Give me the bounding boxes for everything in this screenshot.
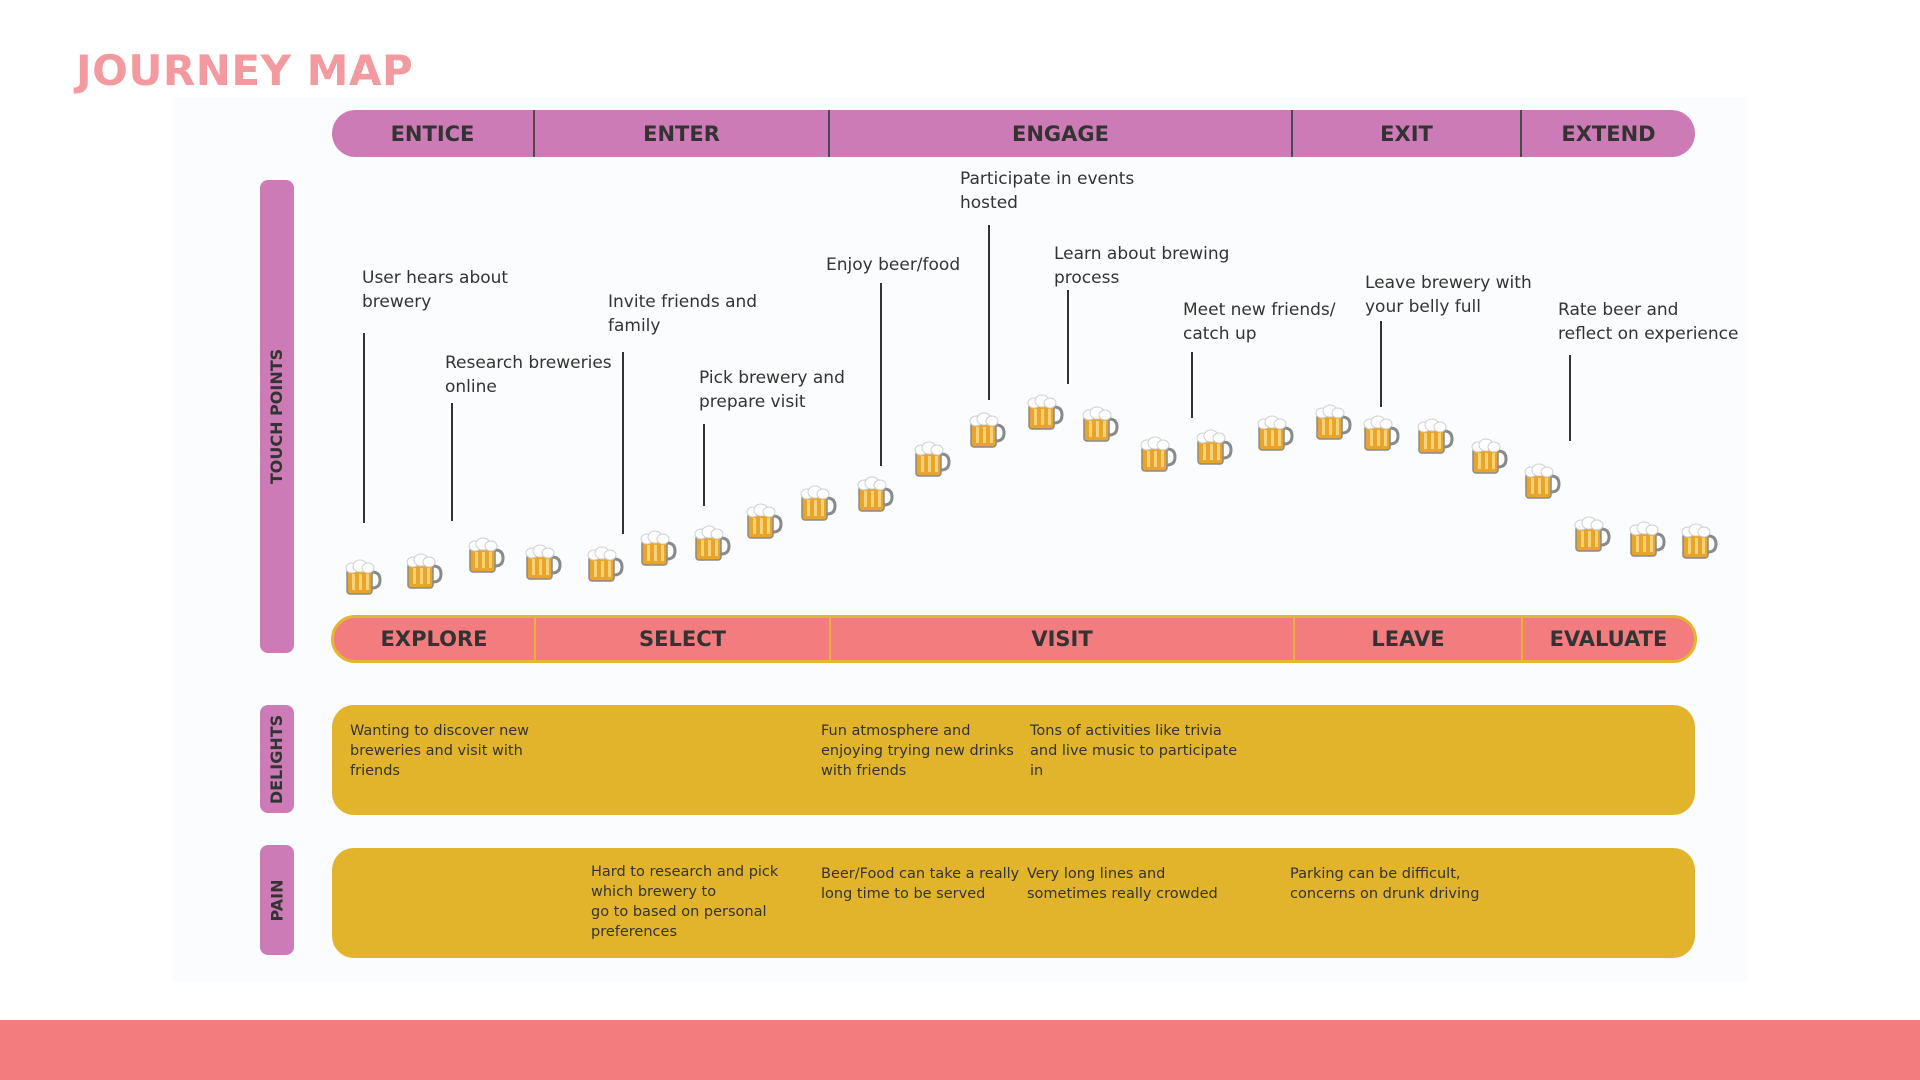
beer-mug-icon <box>1468 436 1508 476</box>
stage-entice: ENTICE <box>390 121 475 146</box>
beer-mug-icon <box>1360 413 1400 453</box>
beer-mug-icon <box>797 483 837 523</box>
delight-item: Wanting to discover new breweries and vi… <box>350 723 530 779</box>
beer-mug-icon <box>854 474 894 514</box>
beer-mug-icon <box>465 535 505 575</box>
beer-mug-icon <box>1521 461 1561 501</box>
beer-mug-icon <box>1137 434 1177 474</box>
touch-point-pin <box>451 403 453 521</box>
beer-mug-icon <box>691 523 731 563</box>
beer-mug-icon <box>966 410 1006 450</box>
beer-mug-icon <box>743 501 783 541</box>
touch-point-pin <box>1191 352 1193 418</box>
touch-point-pin <box>880 283 882 466</box>
delight-item: Fun atmosphere and enjoying trying new d… <box>821 723 1014 779</box>
pain-item: Hard to research and pick which brewery … <box>591 864 779 940</box>
touch-point-note: Research breweries online <box>445 353 612 397</box>
phase-bar: EXPLORE SELECT VISIT LEAVE EVALUATE <box>331 615 1697 663</box>
beer-mug-icon <box>342 557 382 597</box>
pain-item: Beer/Food can take a really long time to… <box>821 866 1020 902</box>
stage-extend: EXTEND <box>1520 110 1695 157</box>
pain-label: PAIN <box>267 879 287 921</box>
beer-mug-icon <box>1024 392 1064 432</box>
phase-visit: VISIT <box>829 618 1293 660</box>
phase-evaluate: EVALUATE <box>1521 618 1694 660</box>
stage-engage: ENGAGE <box>828 110 1291 157</box>
touch-point-pin <box>1067 290 1069 384</box>
beer-mug-icon <box>584 544 624 584</box>
beer-mug-icon <box>1312 402 1352 442</box>
pain-band <box>332 848 1695 958</box>
pain-item: Very long lines and sometimes really cro… <box>1027 866 1218 902</box>
stage-exit: EXIT <box>1291 110 1520 157</box>
touch-point-note: Learn about brewing process <box>1054 244 1230 288</box>
beer-mug-icon <box>1079 404 1119 444</box>
touch-point-pin <box>1380 321 1382 407</box>
delights-band <box>332 705 1695 815</box>
journey-map-canvas <box>172 97 1748 982</box>
beer-mug-icon <box>911 439 951 479</box>
beer-mug-icon <box>1254 413 1294 453</box>
beer-mug-icon <box>1571 514 1611 554</box>
page-title: JOURNEY MAP <box>76 46 414 95</box>
touch-point-pin <box>363 333 365 523</box>
touch-point-note: Enjoy beer/food <box>826 255 961 275</box>
touch-point-note: Invite friends and family <box>608 292 758 336</box>
footer-band <box>0 1020 1920 1080</box>
side-label-pain: PAIN <box>260 845 294 955</box>
touch-point-pin <box>1569 355 1571 441</box>
phase-leave: LEAVE <box>1293 618 1521 660</box>
side-label-touch-points: TOUCH POINTS <box>260 180 294 653</box>
touch-point-note: Participate in events hosted <box>960 169 1135 213</box>
touch-point-note: Leave brewery with your belly full <box>1365 273 1532 317</box>
side-label-delights: DELIGHTS <box>260 705 294 813</box>
stage-bar: ENTICE ENTER ENGAGE EXIT EXTEND <box>332 110 1695 157</box>
touch-point-note: Pick brewery and prepare visit <box>699 368 845 412</box>
phase-explore: EXPLORE <box>380 627 488 651</box>
beer-mug-icon <box>522 542 562 582</box>
touch-point-pin <box>988 225 990 400</box>
delight-item: Tons of activities like trivia and live … <box>1030 723 1238 779</box>
delights-label: DELIGHTS <box>267 714 287 804</box>
touch-point-pin <box>622 352 624 534</box>
stage-enter: ENTER <box>533 110 828 157</box>
touch-point-pin <box>703 424 705 506</box>
touch-points-label: TOUCH POINTS <box>267 348 287 485</box>
beer-mug-icon <box>403 551 443 591</box>
pain-item: Parking can be difficult, concerns on dr… <box>1290 866 1480 902</box>
beer-mug-icon <box>1678 521 1718 561</box>
phase-select: SELECT <box>534 618 829 660</box>
touch-point-note: Rate beer and reflect on experience <box>1558 300 1739 344</box>
beer-mug-icon <box>1193 427 1233 467</box>
beer-mug-icon <box>1626 519 1666 559</box>
touch-point-note: User hears about brewery <box>362 268 509 312</box>
touch-point-note: Meet new friends/ catch up <box>1183 300 1336 344</box>
beer-mug-icon <box>1414 416 1454 456</box>
beer-mug-icon <box>637 528 677 568</box>
